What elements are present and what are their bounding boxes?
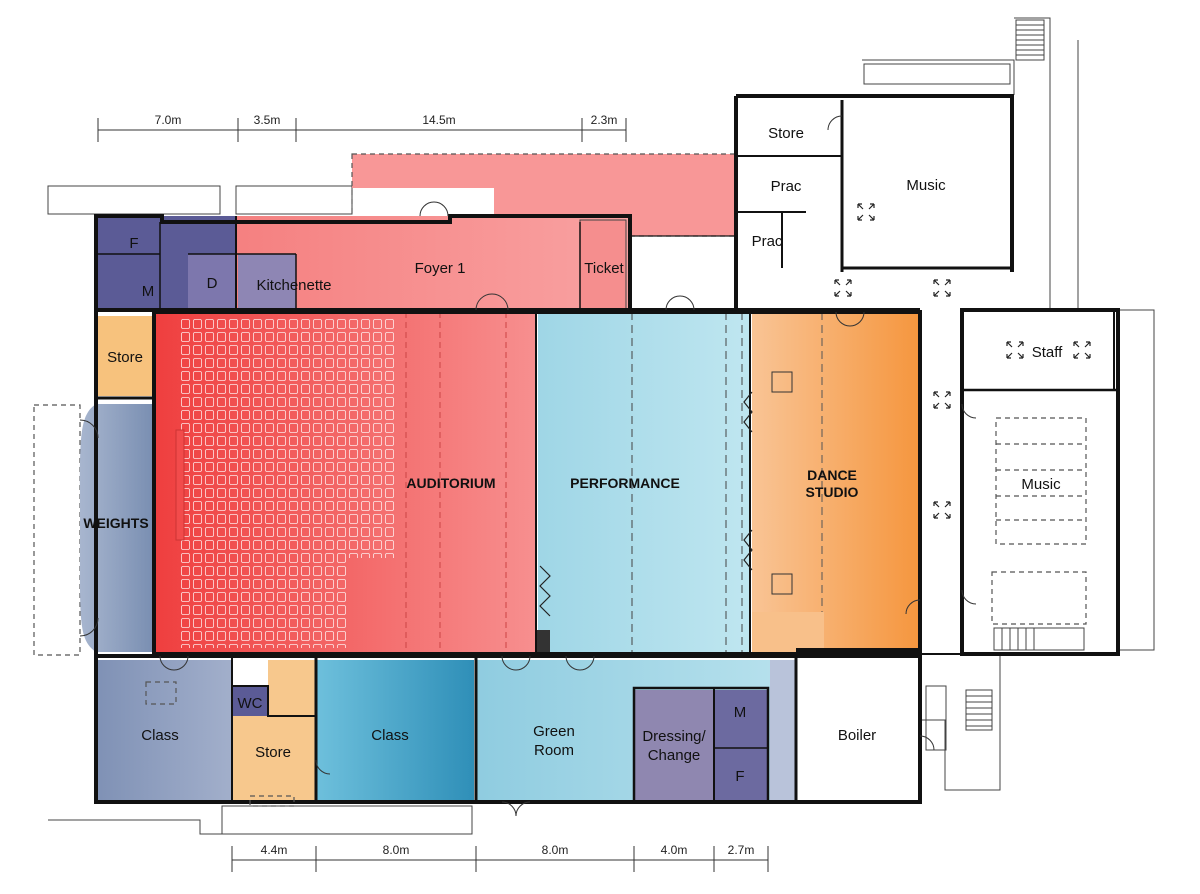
dimension-label: 8.0m xyxy=(542,843,569,857)
expand-icon xyxy=(933,501,951,519)
expand-icons xyxy=(834,203,1091,519)
dimension-label: 2.7m xyxy=(728,843,755,857)
label-music-right: Music xyxy=(1021,476,1061,493)
label-auditorium: AUDITORIUM xyxy=(406,475,495,491)
folding-wall-dance-top xyxy=(743,391,753,433)
label-prac-2: Prac xyxy=(752,233,783,250)
class-left xyxy=(96,660,232,800)
dimension-label: 4.4m xyxy=(261,843,288,857)
label-dressing: Dressing/ xyxy=(642,728,706,745)
label-staff: Staff xyxy=(1032,344,1063,361)
label-store-top: Store xyxy=(768,125,804,142)
expand-icon xyxy=(857,203,875,221)
performance-space xyxy=(538,312,750,652)
doors xyxy=(79,115,977,817)
label-room: Room xyxy=(534,742,574,759)
foyer-canopy xyxy=(352,154,736,236)
label-f-bottom: F xyxy=(735,768,744,785)
label-weights: WEIGHTS xyxy=(83,515,148,531)
label-music-top: Music xyxy=(906,177,946,194)
expand-icon xyxy=(834,279,852,297)
folding-wall-dance-bottom xyxy=(743,529,753,571)
label-green: Green xyxy=(533,723,575,740)
label-performance: PERFORMANCE xyxy=(570,475,680,491)
kitchenette xyxy=(238,254,296,310)
stairs-bottom-right xyxy=(965,627,1085,731)
label-kitchenette: Kitchenette xyxy=(256,277,331,294)
label-store-left: Store xyxy=(107,349,143,366)
label-class-mid: Class xyxy=(371,727,409,744)
music-right-fitout xyxy=(991,417,1087,625)
stairs-top-right xyxy=(1015,19,1045,61)
label-class-left: Class xyxy=(141,727,179,744)
label-m-bottom: M xyxy=(734,704,747,721)
dance-studio xyxy=(752,312,920,652)
label-boiler: Boiler xyxy=(838,727,876,744)
label-change: Change xyxy=(648,747,701,764)
site-outline xyxy=(33,17,1155,835)
store-bottom xyxy=(232,716,316,800)
dimension-label: 3.5m xyxy=(254,113,281,127)
label-ticket: Ticket xyxy=(584,260,624,277)
ticket-booth xyxy=(579,219,627,311)
class-middle xyxy=(316,660,474,800)
dimension-label: 8.0m xyxy=(383,843,410,857)
dimension-label: 7.0m xyxy=(155,113,182,127)
folding-wall-performance xyxy=(539,565,551,617)
label-f-top: F xyxy=(129,235,138,252)
expand-icon xyxy=(1006,341,1024,359)
label-foyer: Foyer 1 xyxy=(415,260,466,277)
toilets-bottom xyxy=(714,690,768,800)
walls xyxy=(94,94,1120,804)
expand-icon xyxy=(933,279,951,297)
wc xyxy=(232,686,268,716)
dimension-label: 2.3m xyxy=(591,113,618,127)
store-left xyxy=(96,316,152,396)
expand-icon xyxy=(933,391,951,409)
dimension-label: 14.5m xyxy=(422,113,455,127)
label-studio: STUDIO xyxy=(806,484,859,500)
dimension-line-bottom xyxy=(231,846,769,872)
label-store-bottom: Store xyxy=(255,744,291,761)
label-d: D xyxy=(207,275,218,292)
label-wc: WC xyxy=(238,695,263,712)
expand-icon xyxy=(1073,341,1091,359)
dressing-change xyxy=(634,690,714,800)
label-m-top: M xyxy=(142,283,155,300)
dimension-line-top xyxy=(97,118,627,142)
label-dance: DANCE xyxy=(807,467,857,483)
label-prac-1: Prac xyxy=(771,178,802,195)
dimension-label: 4.0m xyxy=(661,843,688,857)
